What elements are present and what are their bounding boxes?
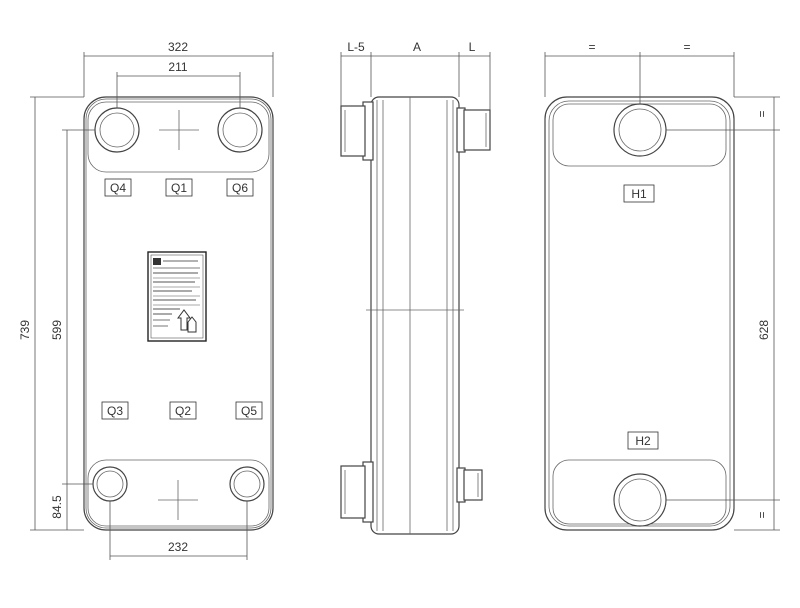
label-box-q4 — [104, 178, 132, 197]
label-box-h2 — [627, 431, 659, 450]
side-right-lower-nozzle — [463, 469, 483, 501]
label-box-q1 — [165, 178, 193, 197]
dim-right-length: L — [469, 40, 476, 54]
dim-rear-left-half: = — [588, 40, 595, 54]
dim-rear-right-half: = — [683, 40, 690, 54]
label-q4: Q4 — [110, 181, 126, 195]
port-q4-outer — [94, 107, 140, 153]
side-view: L-5 A L — [340, 40, 491, 535]
dim-top-port-spacing: 211 — [168, 60, 187, 74]
label-h2: H2 — [635, 434, 651, 448]
label-h1: H1 — [631, 187, 647, 201]
label-q2: Q2 — [175, 404, 191, 418]
label-q6: Q6 — [232, 181, 248, 195]
label-box-q6 — [226, 178, 254, 197]
dim-port-vertical-spacing: 599 — [50, 320, 64, 340]
port-q3-inner — [96, 470, 124, 498]
dim-overall-height: 739 — [18, 320, 32, 340]
rear-plate-outline — [544, 96, 735, 531]
label-box-q3 — [101, 401, 129, 420]
front-top-band — [87, 101, 270, 173]
dim-rear-top-offset: = — [755, 110, 769, 117]
port-q4-inner — [99, 112, 135, 148]
label-box-h1 — [623, 184, 655, 203]
front-view: Q4 Q1 Q6 Q3 Q2 Q5 — [18, 40, 274, 560]
port-q6-outer — [217, 107, 263, 153]
nameplate — [147, 251, 207, 342]
rear-view: H1 H2 = = = 628 = — [544, 40, 780, 531]
hole-h1-inner — [618, 108, 662, 152]
port-q5-outer — [229, 466, 265, 502]
dim-left-length: L-5 — [347, 40, 365, 54]
front-bottom-band — [87, 459, 270, 527]
dim-overall-width: 322 — [168, 40, 188, 54]
label-q5: Q5 — [241, 404, 257, 418]
front-plate-inner-edge — [85, 98, 272, 529]
port-q6-inner — [222, 112, 258, 148]
label-q3: Q3 — [107, 404, 123, 418]
port-q3-outer — [92, 466, 128, 502]
dim-bottom-port-spacing: 232 — [168, 540, 188, 554]
port-q5-inner — [233, 470, 261, 498]
label-box-q2 — [169, 401, 197, 420]
hole-h2-inner — [618, 478, 662, 522]
hole-h1-outer — [613, 103, 667, 157]
side-core-outline — [370, 96, 460, 535]
hole-h2-outer — [613, 473, 667, 527]
dim-rear-bottom-offset: = — [755, 511, 769, 518]
label-box-q5 — [235, 401, 263, 420]
dim-core-thickness: A — [413, 40, 421, 54]
dim-rear-hole-spacing: 628 — [757, 320, 771, 340]
dim-bottom-offset: 84.5 — [50, 495, 64, 519]
label-q1: Q1 — [171, 181, 187, 195]
